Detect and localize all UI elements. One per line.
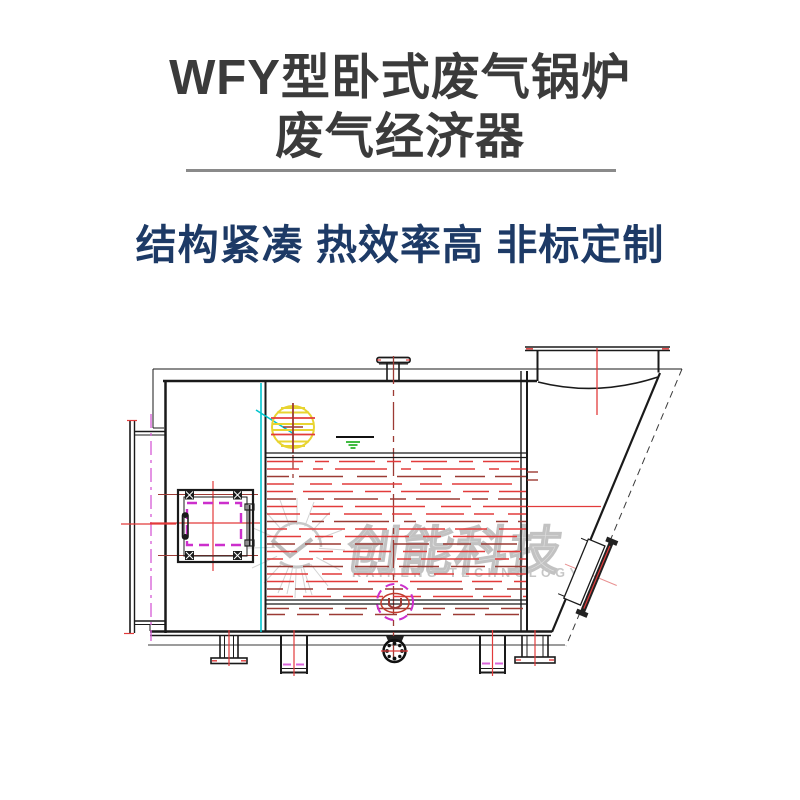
- page-title-line1: WFY型卧式废气锅炉: [169, 51, 631, 105]
- vessel-outline: [148, 368, 682, 646]
- drain-bolt-holes: [385, 641, 404, 661]
- steam-outlet-duct: [525, 346, 670, 415]
- door-hinge: [244, 503, 255, 547]
- drain-flange: [376, 583, 414, 664]
- page-title-line2: 废气经济器: [274, 110, 525, 164]
- circulation-symbol: [271, 403, 315, 485]
- inlet-duct: [121, 414, 176, 641]
- door-gasket-outline: [185, 501, 243, 547]
- door-handle-icon: [181, 512, 189, 540]
- diagonal-duct: [550, 368, 683, 647]
- bottom-nozzle-2: [514, 630, 556, 666]
- manhole-door: [150, 481, 260, 571]
- bottom-nozzle-1: [210, 630, 248, 666]
- tube-bundle: [266, 452, 601, 616]
- title-divider: [186, 169, 616, 172]
- inspection-flange: [557, 536, 619, 618]
- watermark-logo: [240, 490, 355, 610]
- water-level-icon: [336, 436, 374, 449]
- sun-rays-icon: [247, 498, 346, 599]
- subtitle-text: 结构紧凑 热效率高 非标定制: [135, 222, 665, 268]
- support-leg-1: [280, 630, 308, 676]
- support-leg-2: [479, 630, 506, 676]
